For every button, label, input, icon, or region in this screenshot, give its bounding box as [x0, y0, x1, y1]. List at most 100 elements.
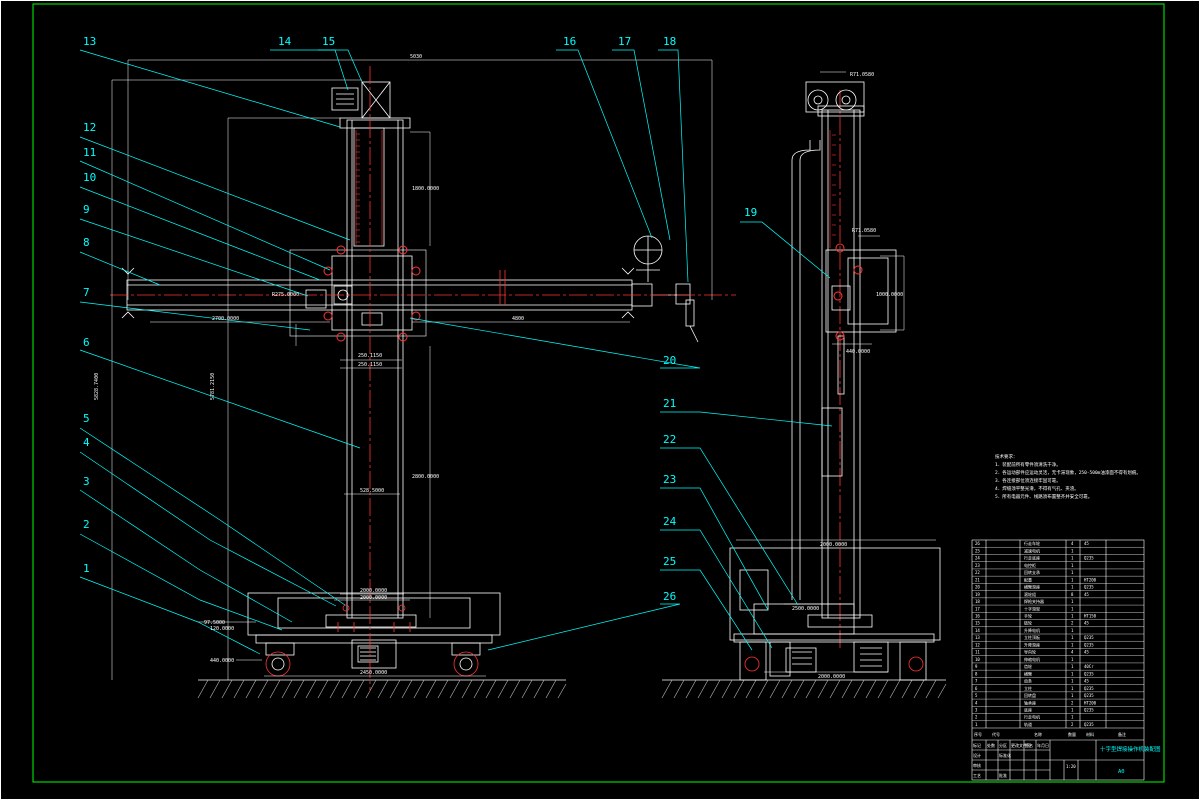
- parts-row-no: 16: [975, 614, 980, 619]
- parts-row-name: 轨道: [1024, 721, 1032, 727]
- technical-notes: 技术要求： 1．装配前所有零件须清洗干净。 2．各运动部件应运动灵活，无卡滞现象…: [995, 453, 1141, 500]
- parts-row-qty: 1: [1071, 693, 1074, 698]
- drawing-frame: [32, 3, 1165, 783]
- parts-row-no: 21: [975, 577, 980, 582]
- front-dimension-lines: [111, 59, 713, 680]
- dim-text: 440.0000: [210, 658, 234, 664]
- parts-row-no: 4: [975, 700, 978, 705]
- dim-text: 2000.0000: [360, 595, 387, 601]
- tb-header: 代号: [992, 731, 1000, 737]
- dim-text: 120.0000: [210, 626, 234, 632]
- tb-sign: 审核: [973, 762, 981, 768]
- parts-row-qty: 1: [1071, 679, 1074, 684]
- parts-row-name: 底座: [1024, 707, 1032, 713]
- tb-sign: 标记: [973, 742, 981, 748]
- dim-text: 1000.0000: [876, 292, 903, 298]
- parts-row-qty: 1: [1071, 657, 1074, 662]
- parts-row-qty: 2: [1071, 722, 1074, 727]
- part-number: 3: [83, 475, 90, 488]
- dim-text: 2000.0000: [360, 588, 387, 594]
- dim-text: 528.5000: [360, 488, 384, 494]
- dim-text: 2700.0000: [212, 316, 239, 322]
- part-number: 11: [83, 146, 96, 159]
- parts-row-name: 回转盘: [1024, 692, 1036, 698]
- parts-row-name: 回转支承: [1024, 569, 1040, 575]
- notes-item: 2．各运动部件应运动灵活，无卡滞现象，250-500m油漆面不得有划痕。: [995, 469, 1141, 476]
- part-numbers: 1 2 3 4 5 6 7 8 9 10 11 12 13 14 15 16 1…: [83, 35, 757, 603]
- dim-text: 2000.0000: [820, 542, 847, 548]
- dim-text: 5030: [410, 54, 422, 60]
- tb-header: 序号: [974, 731, 982, 737]
- parts-row-name: 齿条: [1024, 678, 1032, 684]
- part-number: 20: [663, 354, 676, 367]
- tb-header: 材料: [1086, 731, 1094, 737]
- parts-row-material: Q235: [1084, 708, 1094, 713]
- parts-row-material: Q235: [1084, 585, 1094, 590]
- part-number: 18: [663, 35, 676, 48]
- parts-row-name: 立柱顶板: [1024, 634, 1040, 640]
- part-number: 22: [663, 433, 676, 446]
- parts-row-qty: 1: [1071, 570, 1074, 575]
- parts-row-name: 导向轮: [1024, 649, 1036, 655]
- parts-row-qty: 1: [1071, 585, 1074, 590]
- parts-row-no: 26: [975, 541, 980, 546]
- parts-row-qty: 1: [1071, 556, 1074, 561]
- parts-row-name: 手轮: [1024, 613, 1032, 619]
- parts-row-name: 配重: [1024, 576, 1032, 582]
- parts-row-material: Q235: [1084, 722, 1094, 727]
- dim-text: 97.5000: [204, 620, 225, 626]
- dim-text: 2450.0000: [360, 670, 387, 676]
- notes-item: 3．各连接部位须连接牢固可靠。: [995, 477, 1061, 484]
- parts-row-no: 13: [975, 635, 980, 640]
- part-number: 15: [322, 35, 335, 48]
- parts-row-no: 8: [975, 671, 978, 676]
- sheet-size: A0: [1118, 769, 1125, 775]
- part-number: 5: [83, 412, 90, 425]
- tb-sign: 处数: [987, 742, 995, 748]
- parts-row-no: 17: [975, 606, 980, 611]
- dim-text: 2000.0000: [818, 674, 845, 680]
- dim-text: 250.1150: [358, 362, 382, 368]
- parts-row-name: 行走底座: [1024, 555, 1040, 561]
- parts-row-no: 19: [975, 592, 980, 597]
- notes-item: 1．装配前所有零件须清洗干净。: [995, 461, 1061, 468]
- dim-text: R71.0580: [852, 228, 876, 234]
- dim-text: 2800.0000: [412, 474, 439, 480]
- tb-sign: 签名: [1025, 742, 1033, 748]
- parts-row-qty: 1: [1071, 715, 1074, 720]
- parts-row-qty: 1: [1071, 671, 1074, 676]
- parts-row-material: Q235: [1084, 671, 1094, 676]
- parts-row-no: 12: [975, 642, 980, 647]
- notes-item: 5．所有电器元件、线路须布置整齐并安全可靠。: [995, 493, 1092, 500]
- parts-row-material: 45: [1084, 592, 1089, 597]
- parts-row-no: 10: [975, 657, 980, 662]
- tb-sign: 更改文件号: [1011, 742, 1031, 748]
- part-number: 6: [83, 336, 90, 349]
- parts-row-no: 3: [975, 708, 978, 713]
- parts-row-material: HT200: [1084, 577, 1097, 582]
- dim-text: 4800: [512, 316, 524, 322]
- parts-row-name: 行走车轮: [1024, 540, 1040, 546]
- parts-row-no: 24: [975, 556, 980, 561]
- leader-lines: [79, 49, 833, 655]
- parts-row-qty: 2: [1071, 621, 1074, 626]
- part-number: 8: [83, 236, 90, 249]
- parts-row-no: 7: [975, 679, 978, 684]
- parts-row-material: Q235: [1084, 642, 1094, 647]
- part-number: 23: [663, 473, 676, 486]
- parts-row-no: 9: [975, 664, 978, 669]
- ground-hatch-side: [661, 679, 947, 699]
- part-number: 4: [83, 436, 90, 449]
- parts-row-name: 伸缩电机: [1024, 656, 1040, 662]
- part-number: 17: [618, 35, 631, 48]
- parts-row-name: 横臂: [1024, 670, 1032, 676]
- tb-header: 名称: [1034, 731, 1042, 737]
- parts-row-qty: 1: [1071, 686, 1074, 691]
- part-number: 12: [83, 121, 96, 134]
- parts-row-no: 20: [975, 585, 980, 590]
- parts-row-name: 立柱: [1024, 685, 1032, 691]
- parts-row-material: 45: [1084, 650, 1089, 655]
- parts-row-material: HT150: [1084, 614, 1097, 619]
- parts-row-qty: 1: [1071, 577, 1074, 582]
